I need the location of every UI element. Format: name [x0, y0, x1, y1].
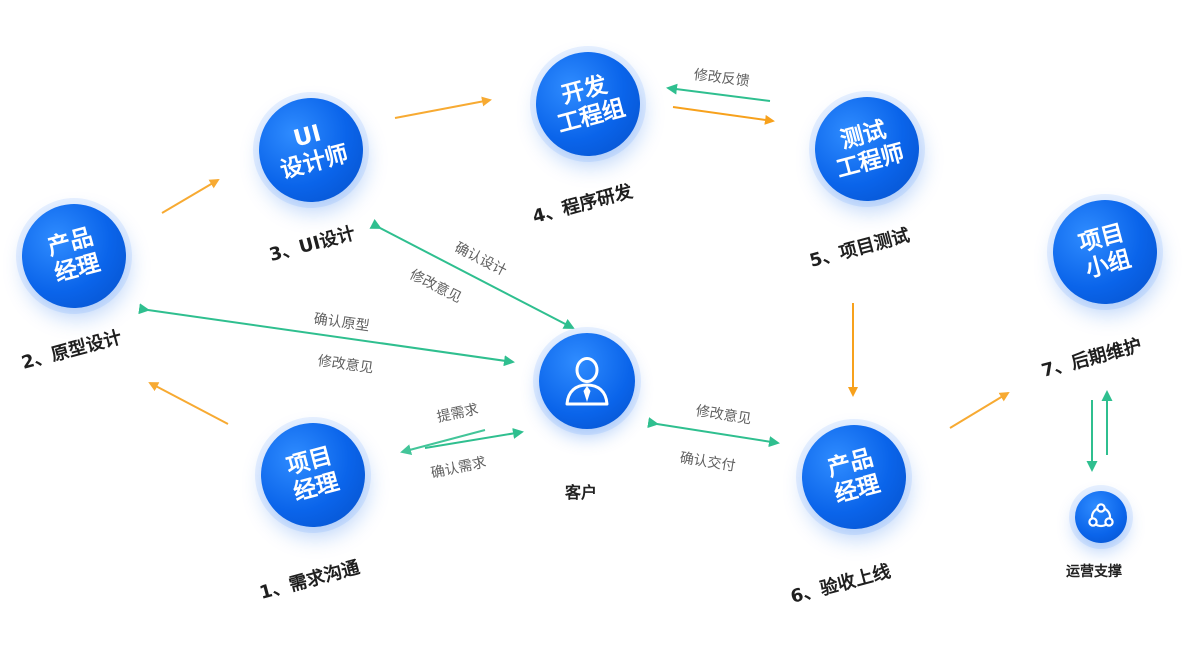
arrow-pm-customer — [138, 303, 515, 367]
arrow-customer-pm-right — [647, 417, 780, 448]
arrow-customer-to-pjm — [400, 429, 486, 456]
support-label: 运营支撑 — [1066, 564, 1122, 580]
node-label: 项目 小组 — [1075, 219, 1134, 284]
node-label: 开发 工程组 — [554, 71, 629, 139]
arrow-pm-right-to-team — [949, 391, 1010, 429]
arrow-test-feedback — [666, 83, 771, 102]
arrow-pm-to-ui — [161, 178, 220, 214]
team-network-icon — [1088, 503, 1114, 528]
customer-node — [539, 333, 635, 429]
arrow-pjm-to-customer — [424, 428, 524, 449]
node-label: 产品 经理 — [44, 223, 103, 288]
arrow-ui-customer — [369, 218, 575, 329]
arrow-ui-to-dev — [394, 96, 492, 119]
arrow-dev-to-test — [672, 106, 775, 125]
node-label: 测试 工程师 — [833, 116, 908, 184]
node-label: 项目 经理 — [283, 442, 342, 507]
user-tie-icon — [565, 357, 609, 406]
support-node — [1075, 491, 1127, 543]
arrow-pjm-to-pm-left — [148, 382, 229, 425]
customer-label: 客户 — [565, 483, 598, 502]
node-label: UI 设计师 — [277, 120, 352, 185]
node-label: 产品 经理 — [824, 444, 883, 509]
